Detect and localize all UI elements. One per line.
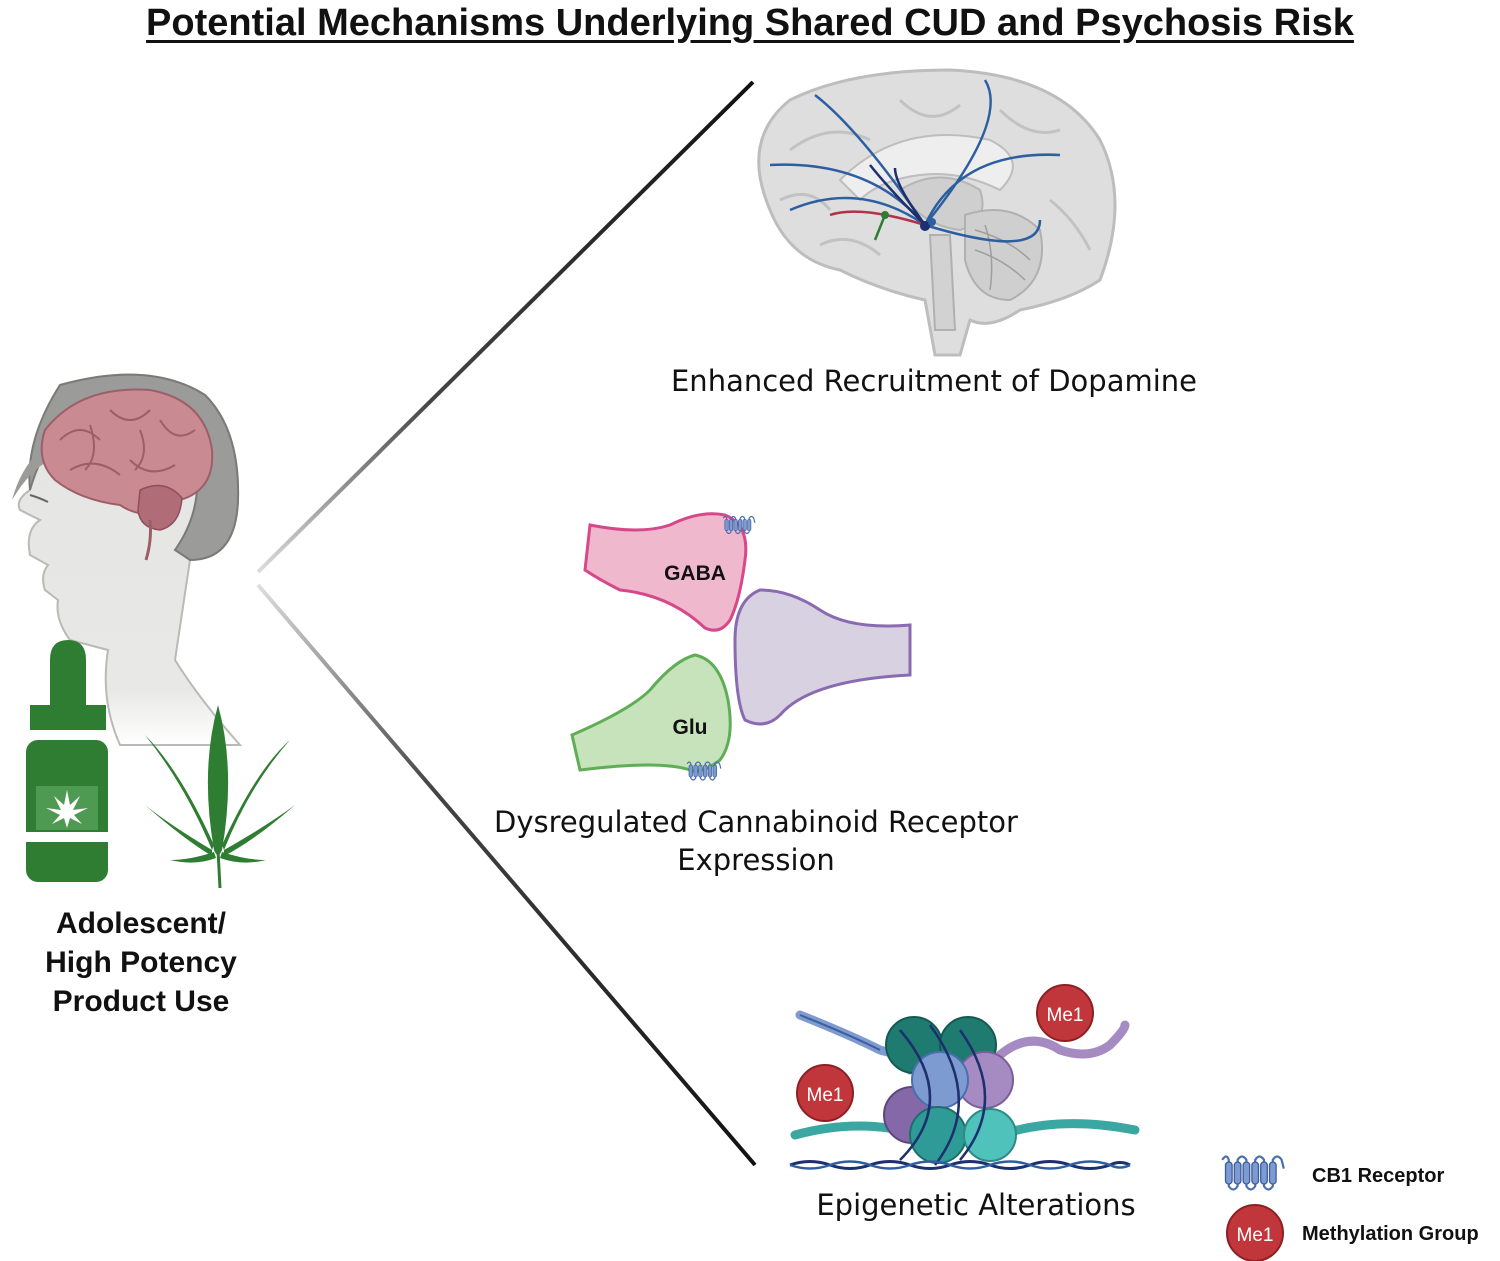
- connector-line-bottom: [256, 583, 757, 1167]
- methylation-group-icon: [1036, 984, 1094, 1042]
- connector-lines: [256, 80, 757, 1167]
- methylation-group-icon: [1226, 1204, 1284, 1261]
- page-title: Potential Mechanisms Underlying Shared C…: [146, 2, 1354, 44]
- source-label-line: Product Use: [52, 985, 230, 1018]
- cannabis-leaf-icon: [145, 705, 295, 889]
- mechanism-label-line: Expression: [677, 843, 835, 877]
- mechanism-label-epigenetic: Epigenetic Alterations: [816, 1188, 1136, 1222]
- methylation-group-icon: [796, 1064, 854, 1122]
- legend-methyl-symbol: Me1: [1237, 1225, 1274, 1246]
- brain-icon: [40, 388, 214, 515]
- legend-methyl-label: Methylation Group: [1302, 1223, 1479, 1245]
- legend: Me1: [1220, 1155, 1286, 1261]
- mechanism-label-cannabinoid: Dysregulated Cannabinoid Receptor Expres…: [480, 803, 1032, 879]
- glu-label: Glu: [673, 716, 708, 739]
- mechanism-label-line: Dysregulated Cannabinoid Receptor: [494, 805, 1018, 839]
- methyl-tag-text: Me1: [807, 1085, 844, 1106]
- chromatin-illustration: Me1 Me1: [789, 984, 1140, 1170]
- adolescent-head-illustration: [12, 373, 243, 746]
- connector-line-top: [256, 80, 755, 574]
- gaba-label: GABA: [664, 562, 726, 585]
- source-label: Adolescent/ High Potency Product Use: [10, 904, 272, 1021]
- postsynaptic-neuron: [733, 588, 912, 726]
- synapse-illustration: [570, 512, 912, 781]
- closed-eye-icon: [29, 494, 49, 503]
- source-label-line: Adolescent/: [55, 907, 227, 940]
- gaba-neuron: [583, 512, 748, 632]
- sagittal-brain-illustration: [757, 68, 1117, 357]
- methyl-tag-text: Me1: [1047, 1005, 1084, 1026]
- glutamate-neuron: [570, 653, 732, 773]
- source-label-line: High Potency: [45, 946, 237, 979]
- dropper-bottle-icon: [26, 640, 108, 882]
- mechanism-label-dopamine: Enhanced Recruitment of Dopamine: [670, 364, 1198, 398]
- cb1-receptor-icon: [1220, 1155, 1286, 1191]
- legend-cb1-label: CB1 Receptor: [1312, 1165, 1445, 1187]
